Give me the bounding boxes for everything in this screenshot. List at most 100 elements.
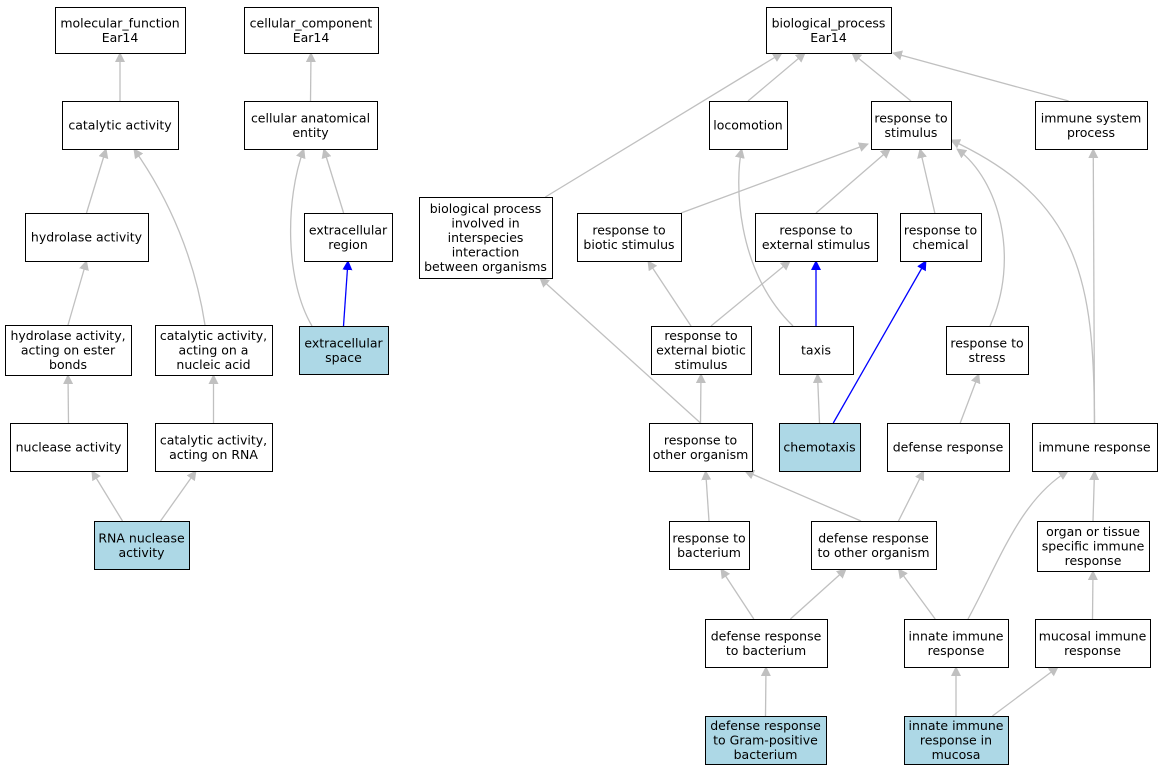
edge-line (956, 148, 1005, 327)
edge-extra_space-to-extra_region (342, 260, 353, 327)
go-term-node-cat-rna[interactable]: catalytic activity,acting on RNA (155, 423, 273, 472)
node-box (1035, 619, 1151, 668)
edge-rna_nuclease-to-cat_rna (159, 470, 197, 522)
go-term-node-catalytic[interactable]: catalytic activity (62, 101, 179, 150)
node-label-line: acting on RNA (169, 447, 258, 462)
node-box (55, 7, 186, 54)
node-box (577, 213, 682, 262)
node-label-line: other organism (653, 447, 749, 462)
node-label-line: region (328, 237, 368, 252)
edge-nuclease-to-hydrolase_ester (63, 374, 74, 424)
node-box (5, 325, 132, 376)
node-label-line: bacterium (734, 747, 798, 762)
edge-line (967, 470, 1069, 620)
edge-def_bacterium-to-def_other_org (789, 568, 847, 620)
edge-chemotaxis-to-resp_chemical (832, 260, 927, 424)
node-label-line: specific immune (1042, 539, 1145, 554)
node-label-line: response (928, 643, 985, 658)
node-label-line: RNA nuclease (98, 530, 185, 545)
node-label-line: cellular anatomical (251, 110, 370, 125)
edge-line (812, 373, 823, 424)
edge-immune_sys-to-bp_root (892, 50, 1069, 102)
node-label-line: between organisms (424, 259, 547, 274)
node-box (946, 326, 1029, 375)
edge-line (851, 52, 912, 102)
node-label-line: response in (920, 733, 992, 748)
node-box (94, 521, 190, 570)
edge-line (63, 374, 74, 424)
go-term-node-immune-resp[interactable]: immune response (1032, 423, 1158, 472)
node-label-line: chemical (912, 237, 968, 252)
edge-resp_other_org-to-bp_interspecies (539, 277, 701, 424)
node-label-line: biological process (430, 201, 542, 216)
node-label-line: acting on ester (21, 343, 116, 358)
node-label-line: innate immune (909, 718, 1004, 733)
node-label-line: mucosal immune (1039, 628, 1147, 643)
go-term-node-taxis[interactable]: taxis (779, 326, 854, 375)
edge-line (917, 148, 936, 214)
node-label-line: external stimulus (762, 237, 870, 252)
node-label-line: immune system (1041, 110, 1142, 125)
node-label-line: to bacterium (726, 643, 806, 658)
node-label-line: Ear14 (293, 30, 330, 45)
node-box (1032, 423, 1158, 472)
node-label-line: response (1065, 553, 1122, 568)
edge-extra_space-to-cell_anat (289, 148, 313, 327)
edge-line (760, 666, 771, 717)
node-label-line: taxis (801, 343, 831, 358)
edge-line (545, 52, 783, 198)
go-term-node-nuclease[interactable]: nuclease activity (10, 423, 128, 472)
go-term-node-chemotaxis[interactable]: chemotaxis (779, 423, 861, 472)
edge-innate_mucosa-to-mucosal_immune (992, 666, 1059, 717)
edge-line (789, 568, 847, 620)
node-box (304, 213, 393, 262)
node-label-line: response to (664, 432, 737, 447)
node-label-line: extracellular (309, 222, 388, 237)
node-box (887, 423, 1010, 472)
node-label-line: response (1064, 643, 1121, 658)
edge-line (85, 148, 109, 214)
edge-line (892, 50, 1069, 102)
node-box (244, 101, 378, 150)
edge-def_gram_pos-to-def_bacterium (760, 666, 771, 717)
edge-immune_resp-to-resp_stimulus (950, 139, 1096, 424)
edge-hydrolase_ester-to-hydrolase (67, 260, 89, 326)
go-term-node-defense-resp[interactable]: defense response (887, 423, 1010, 472)
edge-locomotion-to-bp_root (747, 52, 806, 102)
edges-layer (63, 50, 1100, 717)
node-label-line: organ or tissue (1046, 524, 1140, 539)
node-label-line: Ear14 (102, 30, 139, 45)
edge-bp_interspecies-to-bp_root (545, 52, 783, 198)
edge-resp_stimulus-to-bp_root (851, 52, 912, 102)
go-term-node-hydrolase[interactable]: hydrolase activity (25, 213, 149, 262)
edge-line (950, 139, 1096, 424)
go-term-node-locomotion[interactable]: locomotion (709, 101, 788, 150)
